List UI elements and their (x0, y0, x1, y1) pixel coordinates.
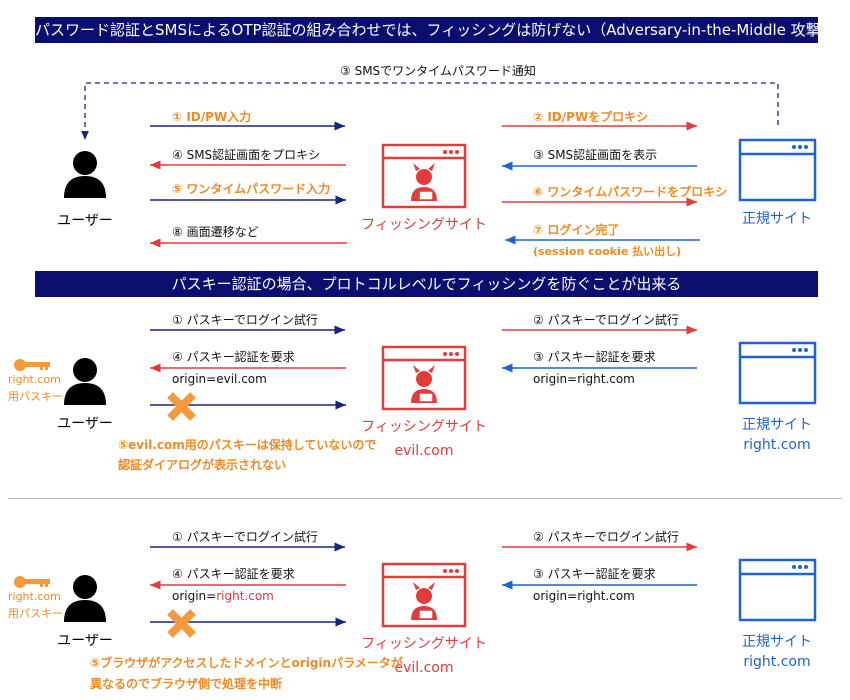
key-label: 用パスキー (8, 607, 63, 620)
origin-label: origin=evil.com (172, 372, 267, 386)
key-icon (14, 576, 50, 588)
phishing-domain-label: evil.com (394, 660, 454, 676)
step-label: ③ パスキー認証を要求 (533, 567, 656, 581)
legit-site-icon (738, 341, 817, 405)
section2-title: パスキー認証の場合、プロトコルレベルでフィッシングを防ぐことが出来る (35, 271, 818, 297)
legit-domain-label: right.com (743, 437, 811, 453)
step-label: ⑦ ログイン完了 (533, 223, 620, 237)
user-label: ユーザー (57, 416, 113, 432)
origin-prefix: origin= (172, 589, 217, 603)
user-icon (64, 358, 106, 405)
phishing-site-label: フィッシングサイト (361, 419, 487, 435)
phishing-site-icon (381, 143, 467, 209)
legit-site-label: 正規サイト (742, 417, 812, 433)
step-label: ⑤ ワンタイムパスワード入力 (172, 182, 331, 196)
step-label: ③ パスキー認証を要求 (533, 350, 656, 364)
step-label: ④ SMS認証画面をプロキシ (172, 148, 321, 162)
note-label: 認証ダイアログが表示されない (118, 458, 287, 472)
legit-site-label: 正規サイト (742, 211, 812, 227)
user-icon (64, 151, 106, 198)
sms-notice-label: ③ SMSでワンタイムパスワード通知 (340, 64, 536, 78)
step-label: ① パスキーでログイン試行 (172, 313, 318, 327)
origin-label: origin=right.com (533, 589, 635, 603)
step-label: ① パスキーでログイン試行 (172, 530, 318, 544)
key-label: right.com (8, 373, 61, 386)
session-cookie-label: (session cookie 払い出し) (533, 245, 682, 258)
sms-dashed-arrow (81, 82, 779, 140)
legit-site-label: 正規サイト (742, 634, 812, 650)
phishing-site-icon (381, 345, 467, 411)
note-label: ⑤evil.com用のパスキーは保持していないので (118, 438, 377, 452)
phishing-site-label: フィッシングサイト (361, 217, 487, 233)
key-label: 用パスキー (8, 390, 63, 403)
key-label: right.com (8, 590, 61, 603)
step-label: ④ パスキー認証を要求 (172, 567, 295, 581)
origin-label: origin=right.com (533, 372, 635, 386)
section1-title: パスワード認証とSMSによるOTP認証の組み合わせでは、フィッシングは防げない（… (35, 17, 836, 43)
legit-domain-label: right.com (743, 654, 811, 670)
note-label: 異なるのでブラウザ側で処理を中断 (90, 677, 283, 691)
key-icon (14, 359, 50, 371)
step-label: ③ SMS認証画面を表示 (533, 148, 658, 162)
step-label: ② パスキーでログイン試行 (533, 313, 679, 327)
blocked-x-mark (167, 609, 196, 638)
phishing-site-label: フィッシングサイト (361, 636, 487, 652)
note-label: ⑤ブラウザがアクセスしたドメインとoriginパラメータが (90, 656, 403, 670)
step-label: ② ID/PWをプロキシ (533, 110, 649, 124)
phishing-site-icon (381, 562, 467, 628)
origin-label: origin=right.com (172, 589, 274, 603)
legit-site-icon (738, 558, 817, 622)
step-label: ⑧ 画面遷移など (172, 225, 259, 239)
section-divider (8, 498, 842, 499)
step-label: ② パスキーでログイン試行 (533, 530, 679, 544)
step-label: ④ パスキー認証を要求 (172, 350, 295, 364)
phishing-domain-label: evil.com (394, 443, 454, 459)
origin-value: right.com (216, 589, 274, 603)
user-icon (64, 575, 106, 622)
step-label: ⑥ ワンタイムパスワードをプロキシ (533, 185, 728, 199)
blocked-x-mark (167, 392, 196, 421)
user-label: ユーザー (57, 633, 113, 649)
user-label: ユーザー (57, 213, 113, 229)
step-label: ① ID/PW入力 (172, 110, 252, 124)
legit-site-icon (738, 138, 817, 202)
